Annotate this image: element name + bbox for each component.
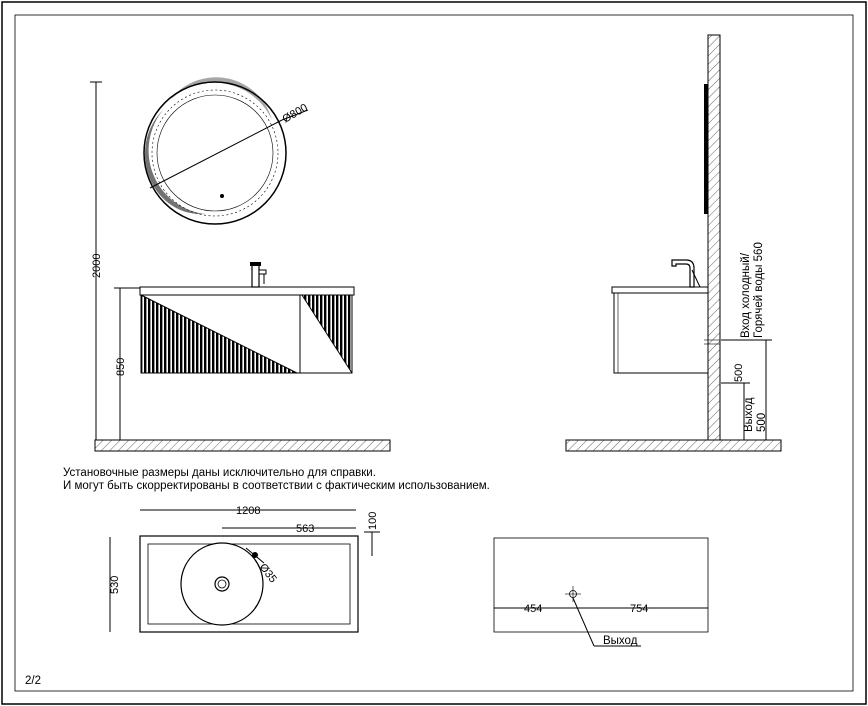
- wall-outline: [493, 537, 709, 633]
- rear-offset-label: 100: [367, 512, 379, 530]
- front-view: Ø800 2000 850: [90, 77, 391, 452]
- note-line-2: И могут быть скорректированы в соответст…: [63, 480, 490, 492]
- vanity-cabinet-front: [139, 286, 355, 374]
- mirror-diameter-label: Ø800: [281, 102, 310, 126]
- basin-offset-label: 563: [296, 523, 314, 535]
- side-view: Вход холодный/ Горячей воды 560 500 Выхо…: [565, 34, 782, 452]
- right-dim-label: 754: [630, 603, 648, 615]
- outlet-label-line2: 500: [756, 413, 768, 432]
- inlet-label-line1: Вход холодный/: [740, 252, 752, 338]
- front-floor-hatch: [94, 439, 391, 452]
- total-height-label: 2000: [91, 254, 103, 278]
- countertop-inner: [147, 543, 351, 625]
- side-wall-hatch: [707, 34, 721, 441]
- vanity-height-label: 850: [115, 358, 127, 376]
- overall-width-label: 1208: [236, 505, 260, 517]
- faucet-front: [250, 262, 267, 288]
- round-mirror: Ø800: [143, 77, 310, 225]
- side-floor-hatch: [565, 439, 782, 452]
- faucet-hole: [252, 552, 258, 558]
- installation-notes: Установочные размеры даны исключительно …: [63, 467, 490, 492]
- page-label: 2/2: [25, 675, 41, 687]
- outlet-label-line1: Выход: [743, 397, 755, 432]
- outlet-height-label: 500: [733, 364, 745, 382]
- sheet-inner-frame: [14, 14, 854, 692]
- wall-view: 454 754 Выход: [493, 537, 709, 647]
- faucet-side: [671, 259, 695, 288]
- depth-label: 530: [109, 576, 121, 594]
- inlet-label-line2: Горячей воды 560: [753, 242, 765, 338]
- note-line-1: Установочные размеры даны исключительно …: [63, 467, 376, 479]
- mirror-profile: [704, 84, 708, 214]
- vanity-cabinet-side: [611, 286, 720, 374]
- left-dim-label: 454: [524, 603, 542, 615]
- top-view: 1208 563 100 530 Ø35: [109, 505, 380, 633]
- outlet-label: Выход: [603, 635, 638, 647]
- side-dimensions: Вход холодный/ Горячей воды 560 500 Выхо…: [721, 242, 772, 440]
- front-height-dimensions: 2000 850: [90, 81, 140, 440]
- drain-inner: [217, 579, 227, 589]
